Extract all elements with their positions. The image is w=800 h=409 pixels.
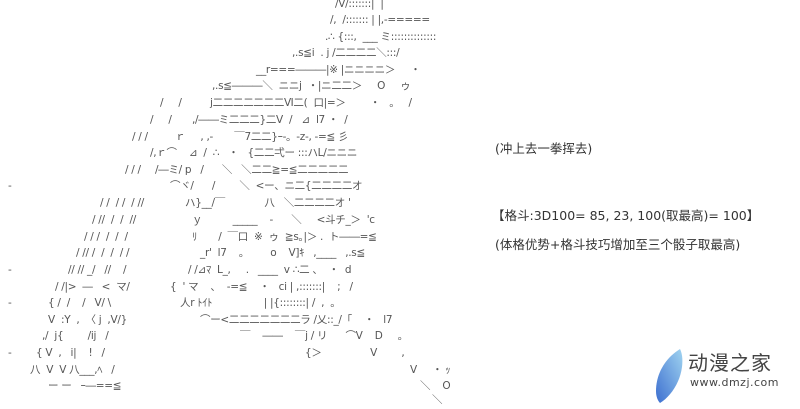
ascii-art-line: - xyxy=(8,180,12,192)
ascii-art-line: - xyxy=(8,347,12,359)
ascii-art-line: / / xyxy=(160,97,182,109)
ascii-art-line: __r===―――|※ |ニニニニ＞ ・ xyxy=(256,64,421,76)
dice-roll-text: 【格斗:3D100= 85, 23, 100(取最高)= 100】 xyxy=(492,208,760,223)
ascii-art-line: /―ミ/ p / ＼ ＼二二≧=≦二二二二二 xyxy=(155,164,349,176)
ascii-art-line: ,/ j{ /ij / xyxy=(42,330,109,342)
ascii-art-line: {＞ V , xyxy=(305,347,405,359)
ascii-art-line: / / / xyxy=(125,164,141,176)
ascii-art-line: V :Y , 〈 j ,V/} xyxy=(48,314,127,326)
ascii-art-line: j二二二二二二二Ⅵ二( 口|=＞ ・ 。 / xyxy=(210,97,412,109)
ascii-art-line: { ' マ 、 -=≦ ・ ci | ,:::::::| ; / xyxy=(170,281,353,293)
watermark-name: 动漫之家 xyxy=(688,351,772,375)
watermark-url: www.dmzj.com xyxy=(690,376,779,389)
ascii-art-line: ﾘ / ￣口 ※ ゥ ≧s｡|＞ . ト――=≦ xyxy=(192,231,377,243)
watermark-logo: 动漫之家 www.dmzj.com xyxy=(650,345,800,409)
ascii-art-line: ＼ O xyxy=(420,380,451,392)
ascii-art-line: / / xyxy=(150,114,172,126)
ascii-art-line: // // _/ // / xyxy=(68,264,127,276)
ascii-art-line: - xyxy=(8,264,12,276)
ascii-art-line: V ・ ｯ xyxy=(410,364,451,376)
ascii-art-line: / /⊿ﾏ L_, . ____ v ∴二 、 ・ d xyxy=(188,264,352,276)
ascii-art-line: .∴ {:::, ___ ミ:::::::::::::: xyxy=(325,31,437,43)
roll-note-text: (体格优势+格斗技巧增加至三个骰子取最高) xyxy=(495,237,741,252)
feather-logo-icon xyxy=(656,349,683,403)
ascii-art-line: ー ー ｰ―==≦ xyxy=(48,380,122,392)
ascii-art-line: ￣ ―― ￣j / リ ⌒V D 。 xyxy=(240,330,408,342)
ascii-art-line: /, /::::::: | |,-===== xyxy=(330,14,430,26)
ascii-art-line: / // / / // xyxy=(92,214,136,226)
action-text: (冲上去一拳挥去) xyxy=(495,141,593,156)
ascii-art-line: ｙ _____ - ＼ <斗チ_＞ 'c xyxy=(192,214,375,226)
ascii-art-line: ⌒ー<二二二二二二二ラ /乂::_/「 ・ l7 xyxy=(200,314,393,326)
ascii-art-line: ,.s≦―――＼ ニニj ・|ニ二二＞ O ゥ xyxy=(212,80,411,92)
ascii-art-line: _r' l7 。 o V]ｷ ,____ ,.s≦ xyxy=(200,247,365,259)
ascii-art-line: / / / / / / xyxy=(84,231,128,243)
ascii-art-line: { V , i| ! / xyxy=(36,347,105,359)
ascii-art-line: / // / / / / / xyxy=(76,247,130,259)
ascii-art-line: 人r ﾄｲﾄ | |{::::::::| / , 。 xyxy=(180,297,341,309)
ascii-art-line: /,ｒ⌒ ⊿ / ∴ ・ {二二弌ー :::ハL/ニニニ xyxy=(150,147,358,159)
ascii-art-line: ＼ xyxy=(432,394,443,406)
ascii-art-line: { / / / V/ \ xyxy=(48,297,111,309)
ascii-art-line: ⌒ヾ/ / ＼ <ー、ニ二{二二二二オ xyxy=(170,180,363,192)
ascii-art-line: ,/――ミ二二二}二V / ⊿ l7 ・ / xyxy=(192,114,348,126)
ascii-art-line: / /|> ― < マ/ xyxy=(55,281,130,293)
ascii-art-line: - xyxy=(8,297,12,309)
ascii-art-line: ,.s≦i . j /二二二二＼:::/ xyxy=(292,47,400,59)
ascii-art-line: 八 V V 八___,ﾍ / xyxy=(30,364,115,376)
ascii-art-line: ハ}__/￣ 八 ＼二二二二オ ' xyxy=(185,197,351,209)
ascii-art-line: /V/:::::::| | xyxy=(335,0,384,10)
ascii-art-line: / / / / / // xyxy=(100,197,144,209)
ascii-art-line: / / / xyxy=(132,131,148,143)
ascii-art-line: ｒ , ,- ￣7二二}ｰ-。-z-, -=≦ 彡 xyxy=(175,131,349,143)
